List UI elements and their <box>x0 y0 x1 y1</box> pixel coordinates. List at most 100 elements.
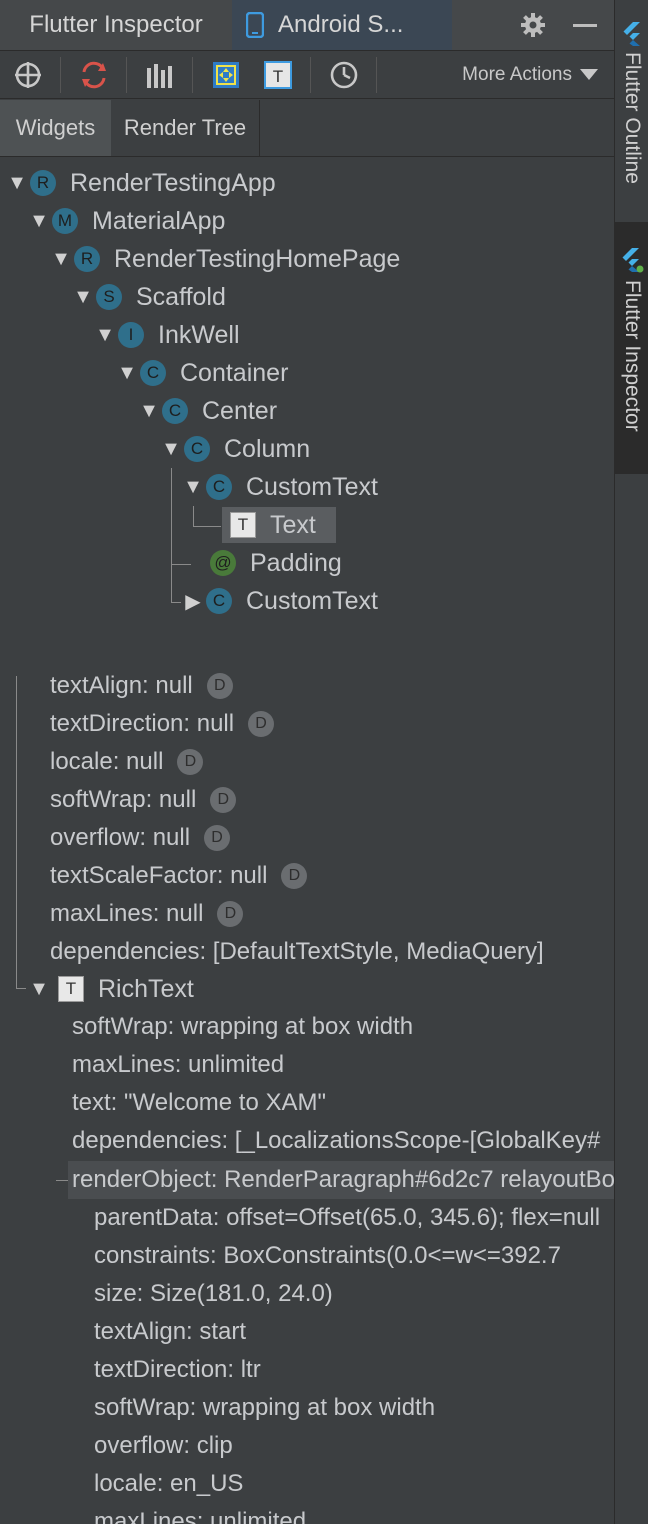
refresh-icon[interactable] <box>78 59 110 91</box>
tree-guide-line <box>171 602 181 603</box>
tree-node-label: RenderTestingHomePage <box>114 244 401 273</box>
gear-icon[interactable] <box>518 10 548 40</box>
property-row: dependencies: [DefaultTextStyle, MediaQu… <box>50 933 544 971</box>
expand-triangle-icon[interactable]: ▼ <box>73 285 93 308</box>
tree-node[interactable]: ▼ C Column <box>160 430 310 468</box>
text-widget-badge: T <box>58 976 84 1002</box>
widget-badge: C <box>206 474 232 500</box>
expand-triangle-icon[interactable]: ▼ <box>29 209 49 232</box>
property-text: overflow: null <box>50 824 191 851</box>
tree-node-label: InkWell <box>158 320 240 349</box>
property-text: textScaleFactor: null <box>50 862 268 889</box>
toolbar-divider <box>60 57 61 93</box>
performance-overlay-icon[interactable] <box>144 59 176 91</box>
widget-badge: @ <box>210 550 236 576</box>
property-row: textScaleFactor: null D <box>50 857 308 895</box>
tree-node-richtext[interactable]: ▼ T RichText <box>28 970 194 1008</box>
property-row: text: "Welcome to XAM" <box>72 1089 327 1116</box>
default-value-badge: D <box>281 863 308 889</box>
tree-node-label: Padding <box>250 548 342 577</box>
property-row: softWrap: wrapping at box width <box>72 1013 414 1040</box>
expand-triangle-icon[interactable]: ▶ <box>185 590 201 613</box>
expand-triangle-icon[interactable]: ▼ <box>29 977 49 1000</box>
toolbar-divider <box>192 57 193 93</box>
property-text: maxLines: null <box>50 900 204 927</box>
property-row: overflow: clip <box>94 1432 233 1459</box>
property-row: locale: en_US <box>94 1470 244 1497</box>
expand-triangle-icon[interactable]: ▼ <box>183 475 203 498</box>
tree-node[interactable]: @ Padding <box>210 544 342 582</box>
tab-label: Render Tree <box>123 115 247 140</box>
side-tab-flutter-inspector[interactable]: Flutter Inspector <box>615 222 648 474</box>
property-row: textAlign: start <box>94 1318 247 1345</box>
chevron-down-icon <box>580 69 598 81</box>
tree-node[interactable]: ▼ R RenderTestingHomePage <box>50 240 400 278</box>
tree-node-label: RichText <box>98 974 194 1003</box>
tree-node-label: Text <box>270 510 316 539</box>
flutter-icon <box>621 22 643 46</box>
expand-triangle-icon[interactable]: ▼ <box>7 171 27 194</box>
flutter-icon <box>620 248 644 274</box>
tab-label: Flutter Inspector <box>29 11 203 38</box>
default-value-badge: D <box>206 673 233 699</box>
property-row: locale: null D <box>50 743 204 781</box>
debug-paint-icon[interactable] <box>210 59 242 91</box>
widget-badge: I <box>118 322 144 348</box>
tree-guide-line <box>56 1180 70 1181</box>
tree-node[interactable]: ▼ I InkWell <box>94 316 240 354</box>
right-tool-strip: Flutter Outline Flutter Inspector <box>614 0 648 1524</box>
tree-node[interactable]: ▼ C CustomText <box>182 468 378 506</box>
tab-widgets[interactable]: Widgets <box>0 100 111 156</box>
tree-node[interactable]: ▼ M MaterialApp <box>28 202 225 240</box>
widget-badge: S <box>96 284 122 310</box>
tree-node[interactable]: ▼ C Container <box>116 354 288 392</box>
side-tab-flutter-outline[interactable]: Flutter Outline <box>615 0 648 210</box>
property-row: maxLines: unlimited <box>94 1508 307 1524</box>
text-baseline-icon[interactable]: T <box>262 59 294 91</box>
tab-label: Widgets <box>15 115 96 140</box>
default-value-badge: D <box>177 749 204 775</box>
tree-node[interactable]: ▼ C Center <box>138 392 277 430</box>
tab-render-tree[interactable]: Render Tree <box>111 100 260 156</box>
more-actions-label: More Actions <box>462 64 572 85</box>
tree-guide-line <box>171 468 172 602</box>
property-row: textDirection: ltr <box>94 1356 261 1383</box>
tree-node-selected[interactable]: T Text <box>222 507 336 543</box>
render-object-row[interactable]: renderObject: RenderParagraph#6d2c7 rela… <box>68 1161 614 1199</box>
tree-node-label: MaterialApp <box>92 206 226 235</box>
property-row: dependencies: [_LocalizationsScope-[Glob… <box>72 1127 601 1154</box>
default-value-badge: D <box>204 825 231 851</box>
tree-node-label: Center <box>202 396 278 425</box>
tree-guide-line <box>193 506 194 526</box>
tree-node[interactable]: ▼ R RenderTestingApp <box>6 164 276 202</box>
property-row: maxLines: null D <box>50 895 244 933</box>
expand-triangle-icon[interactable]: ▼ <box>161 437 181 460</box>
tab-flutter-inspector[interactable]: Flutter Inspector <box>0 0 232 50</box>
expand-triangle-icon[interactable]: ▼ <box>95 323 115 346</box>
tree-node-label: RenderTestingApp <box>70 168 276 197</box>
select-widget-icon[interactable] <box>12 59 44 91</box>
tree-node[interactable]: ▶ C CustomText <box>182 582 378 620</box>
side-tab-label: Flutter Inspector <box>621 280 644 432</box>
expand-triangle-icon[interactable]: ▼ <box>117 361 137 384</box>
tree-node-label: Container <box>180 358 289 387</box>
widget-badge: R <box>30 170 56 196</box>
tree-node-label: Scaffold <box>136 282 226 311</box>
widget-badge: C <box>206 588 232 614</box>
minimize-icon[interactable] <box>570 10 600 40</box>
slow-animations-icon[interactable] <box>328 59 360 91</box>
toolbar-divider <box>310 57 311 93</box>
more-actions-button[interactable]: More Actions <box>462 61 598 89</box>
tab-android-studio[interactable]: Android S... <box>232 0 452 50</box>
expand-triangle-icon[interactable]: ▼ <box>51 247 71 270</box>
tree-node[interactable]: ▼ S Scaffold <box>72 278 226 316</box>
toolbar-divider <box>126 57 127 93</box>
tree-node-label: CustomText <box>246 472 378 501</box>
widget-badge: C <box>184 436 210 462</box>
inspector-subtabs: Widgets Render Tree <box>0 100 614 157</box>
expand-triangle-icon[interactable]: ▼ <box>139 399 159 422</box>
default-value-badge: D <box>217 901 244 927</box>
property-row: maxLines: unlimited <box>72 1051 285 1078</box>
tree-guide-line <box>193 526 221 527</box>
